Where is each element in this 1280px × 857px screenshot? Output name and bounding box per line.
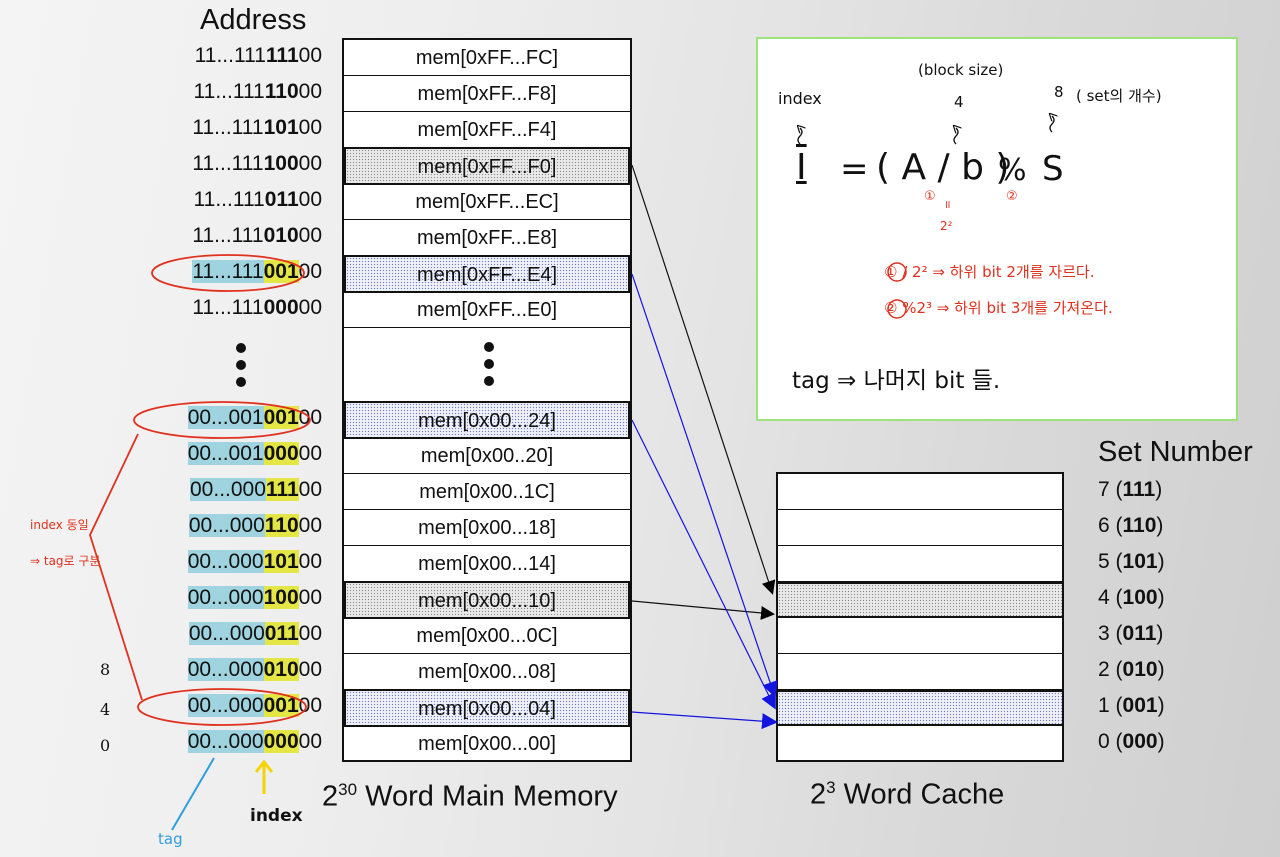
set-number-row: 6 (110) <box>1098 514 1164 537</box>
arrow-F0-to-set4 <box>631 164 776 595</box>
index-label: index <box>250 806 303 826</box>
address-row: 00...00100100 <box>187 406 322 429</box>
note-eight: 8 <box>1054 83 1064 101</box>
side-note-same-index: index 동일 <box>30 518 89 532</box>
note-four: 4 <box>954 93 964 111</box>
handwritten-note-box: (block size) index 4 8 ( set의 개수) I = ( … <box>756 37 1238 421</box>
address-row: 00...00011000 <box>188 514 322 537</box>
address-row: 11...11110100 <box>192 116 322 139</box>
address-row: 00...00011100 <box>190 478 322 501</box>
note-c2: ② <box>1006 189 1018 204</box>
cache-line <box>778 582 1062 618</box>
set-number-row: 3 (011) <box>1098 622 1164 645</box>
memory-cell: mem[0x00...00] <box>344 726 630 762</box>
cache-line <box>778 474 1062 510</box>
memory-gap <box>344 328 630 402</box>
address-row: 00...00000100 <box>187 694 322 717</box>
cache-line <box>778 618 1062 654</box>
address-row: 11...11110000 <box>192 152 322 175</box>
memory-cell: mem[0x00...18] <box>344 510 630 546</box>
tag-label: tag <box>158 830 183 848</box>
address-ellipsis <box>236 343 246 394</box>
note-set-count: ( set의 개수) <box>1076 87 1162 105</box>
cache-line <box>778 510 1062 546</box>
memory-cell: mem[0xFF...F4] <box>344 112 630 148</box>
note-two-squared: 2² <box>940 219 953 233</box>
set-number-row: 1 (001) <box>1098 694 1165 717</box>
cache-line <box>778 726 1062 762</box>
note-formula-I: I <box>796 147 807 188</box>
cache-line <box>778 654 1062 690</box>
address-row: 00...00100000 <box>187 442 322 465</box>
memory-cell: mem[0x00...14] <box>344 546 630 582</box>
address-row: 11...11100100 <box>192 260 322 283</box>
memory-cell: mem[0xFF...E0] <box>344 292 630 328</box>
cache-caption: 23 Word Cache <box>810 778 1005 811</box>
memory-cell: mem[0xFF...F8] <box>344 76 630 112</box>
address-title: Address <box>200 4 307 36</box>
memory-caption: 230 Word Main Memory <box>322 780 618 813</box>
address-row: 00...00010100 <box>187 550 322 573</box>
memory-cell: mem[0x00...04] <box>344 689 630 727</box>
memory-cell: mem[0xFF...E8] <box>344 220 630 256</box>
memory-cell: mem[0xFF...E4] <box>344 255 630 293</box>
memory-cell: mem[0x00...24] <box>344 401 630 439</box>
note-index-word: index <box>778 89 822 108</box>
address-row: 11...11111000 <box>193 80 322 103</box>
side-number-8: 8 <box>100 660 111 679</box>
address-row: 00...00010000 <box>187 586 322 609</box>
set-number-row: 2 (010) <box>1098 658 1165 681</box>
address-row: 11...11100000 <box>192 296 322 319</box>
note-formula-S: S <box>1042 149 1064 189</box>
index-pointer-head <box>254 759 274 773</box>
set-number-row: 5 (101) <box>1098 550 1165 573</box>
address-row: 11...11111100 <box>194 44 322 67</box>
arrow-04-to-set1 <box>631 711 778 730</box>
side-note-tag-distinguish: ⇒ tag로 구분 <box>30 554 101 568</box>
arrow-10-to-set4 <box>631 600 775 620</box>
memory-ellipsis <box>484 342 494 393</box>
cache <box>776 472 1064 762</box>
note-c1: ① <box>924 189 936 204</box>
address-row: 11...11101100 <box>193 188 322 211</box>
note-formula-eq: = <box>840 149 869 189</box>
memory-cell: mem[0x00..20] <box>344 438 630 474</box>
set-number-row: 0 (000) <box>1098 730 1165 753</box>
address-row: 00...00000000 <box>187 730 322 753</box>
note-formula-expr: ( A / b ) <box>876 147 1010 188</box>
cache-line <box>778 546 1062 582</box>
note-eq-marks: ॥ <box>944 198 951 211</box>
note-step2: ② %2³ ⇒ 하위 bit 3개를 가져온다. <box>884 299 1113 317</box>
main-memory: mem[0xFF...FC]mem[0xFF...F8]mem[0xFF...F… <box>342 38 632 762</box>
set-number-row: 4 (100) <box>1098 586 1165 609</box>
cache-line <box>778 690 1062 726</box>
arrow-24-to-set1 <box>631 419 776 710</box>
note-formula-mod: % <box>998 153 1027 188</box>
note-block-size: (block size) <box>918 61 1004 79</box>
side-number-4: 4 <box>100 700 111 719</box>
memory-cell: mem[0xFF...EC] <box>344 184 630 220</box>
note-step1: ① / 2² ⇒ 하위 bit 2개를 자르다. <box>884 263 1095 281</box>
address-row: 00...00001000 <box>187 658 322 681</box>
side-number-0: 0 <box>100 736 111 755</box>
set-number-row: 7 (111) <box>1098 478 1163 501</box>
address-row: 11...11101000 <box>192 224 322 247</box>
arrow-E4-to-set1 <box>631 273 778 698</box>
memory-cell: mem[0x00...10] <box>344 581 630 619</box>
set-number-title: Set Number <box>1098 436 1253 468</box>
memory-cell: mem[0x00...0C] <box>344 618 630 654</box>
memory-cell: mem[0x00..1C] <box>344 474 630 510</box>
memory-cell: mem[0xFF...FC] <box>344 40 630 76</box>
tag-pointer-line <box>171 757 215 831</box>
memory-cell: mem[0x00...08] <box>344 654 630 690</box>
address-row: 00...00001100 <box>188 622 322 645</box>
note-tag-rule: tag ⇒ 나머지 bit 들. <box>792 368 1001 394</box>
memory-cell: mem[0xFF...F0] <box>344 147 630 185</box>
